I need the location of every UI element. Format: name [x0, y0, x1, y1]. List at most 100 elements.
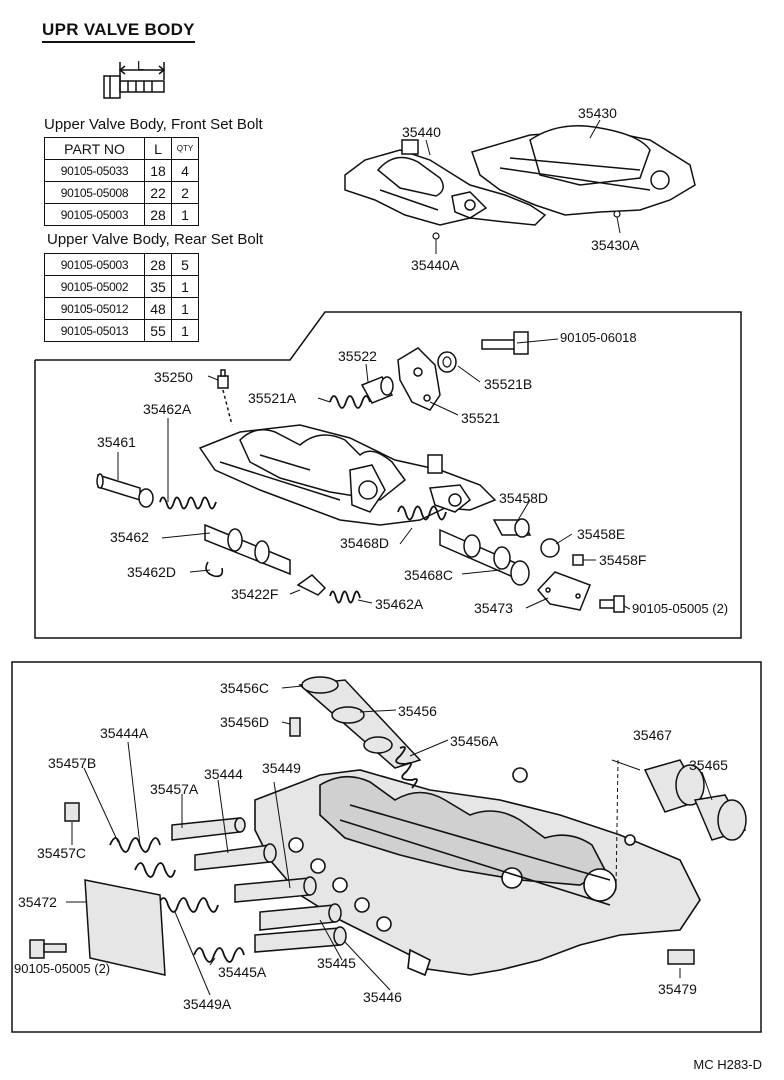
valve-35468C	[439, 528, 530, 586]
length-cell: 55	[144, 319, 172, 342]
leader-lines-top	[425, 119, 621, 254]
spring-35444A	[109, 837, 161, 853]
qty-cell: 1	[171, 203, 199, 226]
label-35521B: 35521B	[484, 376, 533, 392]
bottom-section-frame	[11, 661, 762, 1033]
label-35465: 35465	[689, 757, 728, 773]
label-35467: 35467	[633, 727, 672, 743]
cover-35473	[536, 571, 591, 611]
part-no-cell: 90105-05003	[44, 203, 145, 226]
middle-section-frame	[34, 311, 742, 639]
label-35458F: 35458F	[599, 552, 647, 568]
plug-35440A	[432, 232, 440, 240]
label-35456: 35456	[398, 703, 437, 719]
block-35479	[667, 949, 695, 965]
qty-cell: 5	[171, 253, 199, 276]
bolt-90105-05005-middle	[599, 595, 625, 613]
length-cell: 35	[144, 275, 172, 298]
label-35446: 35446	[363, 989, 402, 1005]
table-row: 90105-05003 28 5	[44, 253, 199, 276]
valve-35449	[234, 876, 317, 903]
lower-valve-body-casting	[254, 767, 701, 977]
leader-lines-bottom	[66, 685, 713, 996]
qty-cell: 1	[171, 297, 199, 320]
part-no-cell: 90105-05013	[44, 319, 145, 342]
label-35468D: 35468D	[340, 535, 390, 551]
rear-bolt-table: 90105-05003 28 5 90105-05002 35 1 90105-…	[44, 253, 199, 342]
rear-bolt-caption: Upper Valve Body, Rear Set Bolt	[47, 231, 264, 248]
label-35444: 35444	[204, 766, 243, 782]
length-cell: 28	[144, 203, 172, 226]
table-row: 90105-05033 18 4	[44, 159, 199, 182]
label-35468C: 35468C	[404, 567, 454, 583]
sleeve-35522	[360, 376, 394, 404]
label-35462: 35462	[110, 529, 149, 545]
spring-35462A-upper	[159, 496, 217, 510]
label-35457B: 35457B	[48, 755, 97, 771]
label-90105-06018: 90105-06018	[560, 330, 637, 345]
label-35521: 35521	[461, 410, 500, 426]
length-cell: 48	[144, 297, 172, 320]
header-l: L	[144, 137, 172, 160]
label-35457A: 35457A	[150, 781, 199, 797]
label-35472: 35472	[18, 894, 57, 910]
plug-35458E	[540, 538, 560, 558]
label-35479: 35479	[658, 981, 697, 997]
part-no-cell: 90105-05008	[44, 181, 145, 204]
pin-35458F	[572, 554, 584, 566]
label-35445A: 35445A	[218, 964, 267, 980]
label-35456A: 35456A	[450, 733, 499, 749]
plug-35458D	[492, 518, 532, 538]
plug-35465	[693, 794, 747, 841]
header-qty: QTY	[171, 137, 199, 160]
clip-35462D	[205, 561, 224, 578]
table-row: 90105-05008 22 2	[44, 181, 199, 204]
qty-cell: 2	[171, 181, 199, 204]
plate-35472	[84, 879, 166, 976]
length-cell: 18	[144, 159, 172, 182]
spring-35456A	[395, 746, 418, 789]
valve-35444	[194, 843, 277, 871]
label-35430: 35430	[578, 105, 617, 121]
label-35462A-top: 35462A	[143, 401, 192, 417]
spring-35445A	[193, 947, 245, 963]
table-row: 90105-05013 55 1	[44, 319, 199, 342]
label-35461: 35461	[97, 434, 136, 450]
label-90105-05005-bottom: 90105-05005 (2)	[14, 961, 111, 976]
label-90105-05005-middle: 90105-05005 (2)	[632, 601, 729, 616]
retainer-35422F	[296, 574, 327, 596]
plug-35430A	[613, 210, 621, 218]
valve-35462	[204, 523, 291, 576]
front-bolt-table: PART NO L QTY 90105-05033 18 4 90105-050…	[44, 137, 199, 226]
valve-35445	[259, 903, 342, 931]
part-no-cell: 90105-05012	[44, 297, 145, 320]
valve-35461	[96, 473, 154, 508]
label-35250: 35250	[154, 369, 193, 385]
spring-35462A-lower	[329, 590, 361, 604]
front-bolt-caption: Upper Valve Body, Front Set Bolt	[44, 116, 263, 133]
qty-cell: 1	[171, 275, 199, 298]
upper-valve-body-casting	[198, 424, 497, 526]
governor-plate-35521	[397, 347, 441, 411]
bolt-length-label: L	[137, 58, 145, 73]
qty-cell: 1	[171, 319, 199, 342]
plug-35467	[643, 759, 705, 813]
label-35444A: 35444A	[100, 725, 149, 741]
label-35440A: 35440A	[411, 257, 460, 273]
label-35445: 35445	[317, 955, 356, 971]
bolt-90105-05005-bottom	[29, 939, 67, 959]
valve-35457A	[171, 817, 246, 841]
label-35462D: 35462D	[127, 564, 177, 580]
label-35456C: 35456C	[220, 680, 270, 696]
label-35430A: 35430A	[591, 237, 640, 253]
label-35458E: 35458E	[577, 526, 626, 542]
label-35449: 35449	[262, 760, 301, 776]
header-part-no: PART NO	[44, 137, 145, 160]
table-row: 90105-05012 48 1	[44, 297, 199, 320]
label-35457C: 35457C	[37, 845, 87, 861]
qty-cell: 4	[171, 159, 199, 182]
part-no-cell: 90105-05033	[44, 159, 145, 182]
label-35456D: 35456D	[220, 714, 270, 730]
table-header-row: PART NO L QTY	[44, 137, 199, 160]
